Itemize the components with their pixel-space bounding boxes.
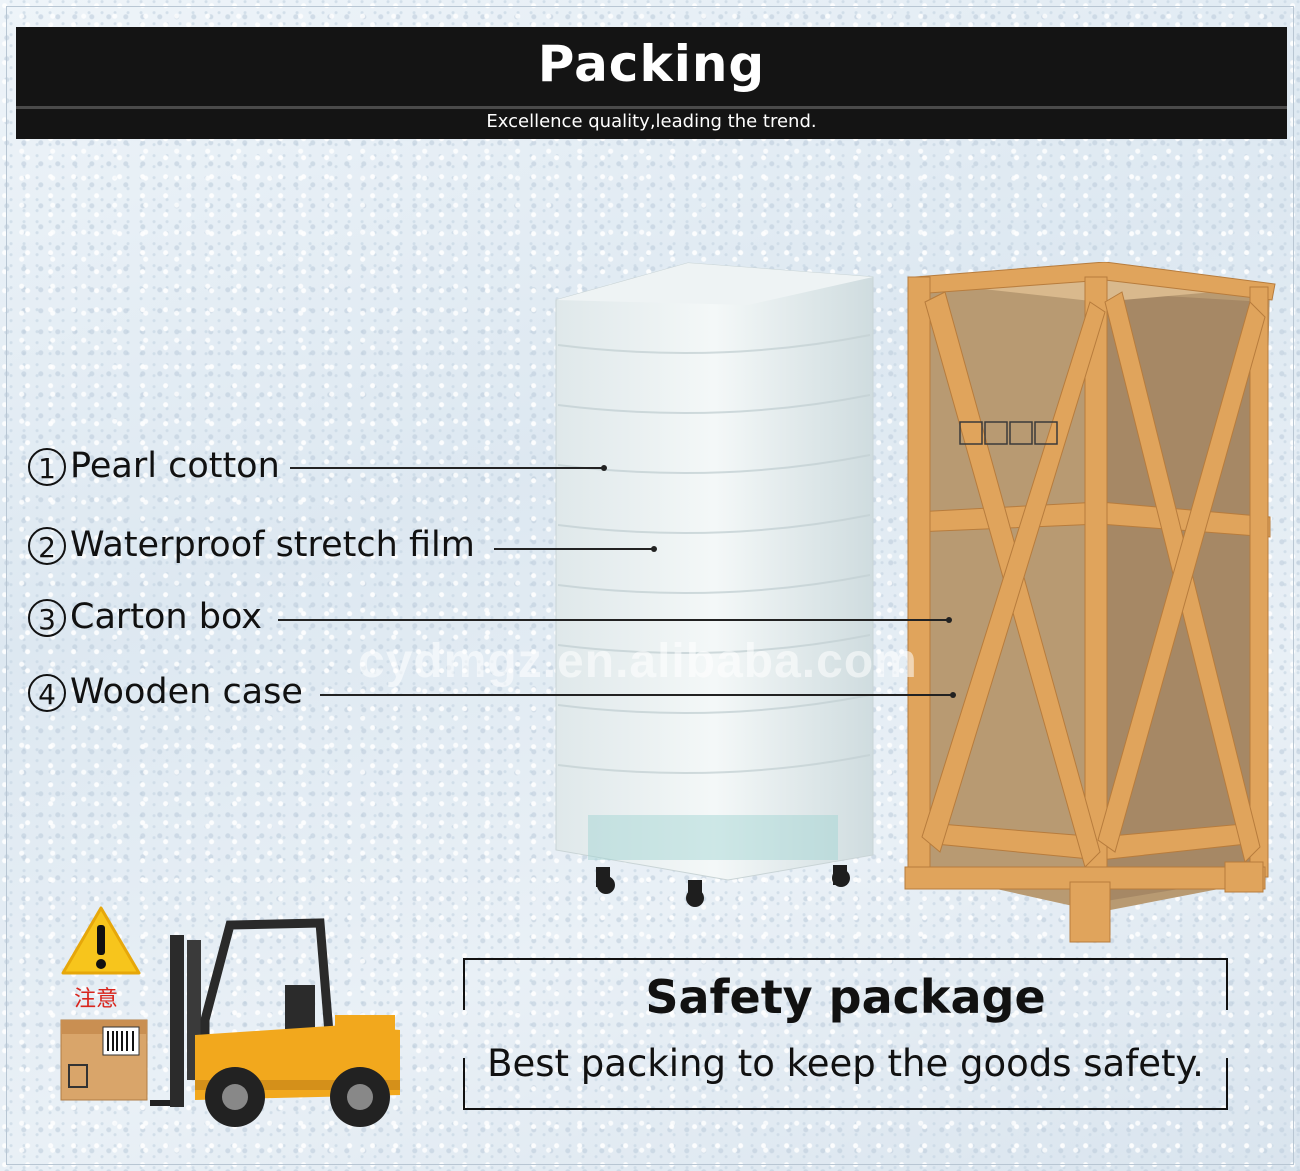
box-border [463,958,465,1010]
leader-line [290,467,604,469]
leader-dot [950,692,956,698]
label-text: Waterproof stretch film [70,525,475,565]
header-banner: Packing Excellence quality,leading the t… [16,27,1287,139]
forklift-icon [60,918,400,1127]
leader-line [320,694,952,696]
page-frame [6,6,1294,1165]
leader-dot [946,617,952,623]
safety-package-box: Safety package Best packing to keep the … [463,958,1228,1110]
leader-line [278,619,948,621]
box-border [1226,1058,1228,1110]
wooden-case-image [904,262,1276,943]
number-badge: 4 [28,674,66,712]
wrapped-machine-image [555,262,874,907]
label-text: Carton box [70,597,262,637]
label-text: Wooden case [70,672,303,712]
box-border [1226,958,1228,1010]
box-border [463,1058,465,1110]
box-border [463,958,1228,960]
label-text: Pearl cotton [70,446,280,486]
box-border [463,1108,1228,1110]
leader-line [494,548,654,550]
warning-icon [61,906,141,975]
leader-dot [651,546,657,552]
warning-label: 注意 [74,987,119,1012]
number-badge: 2 [28,527,66,565]
number-badge: 3 [28,599,66,637]
watermark-text: cydmgz.en.alibaba.com [358,635,918,688]
number-badge: 1 [28,448,66,486]
page-title: Packing [537,35,766,93]
safety-subtitle: Best packing to keep the goods safety. [487,1042,1204,1085]
header-divider [16,106,1287,109]
leader-dot [601,465,607,471]
safety-title: Safety package [645,970,1046,1024]
page-subtitle: Excellence quality,leading the trend. [486,111,817,132]
